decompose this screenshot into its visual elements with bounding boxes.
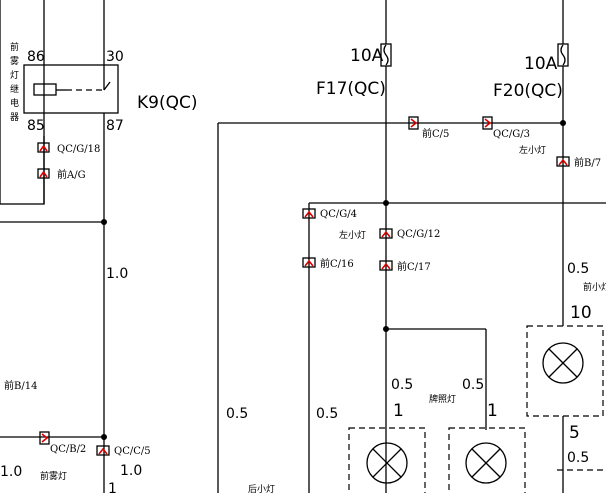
connector-label: 前C/17 <box>397 260 431 273</box>
relay-pin-86: 86 <box>27 49 45 65</box>
rear-lamp-label: 后小灯 <box>248 484 275 493</box>
connector-label: 前C/5 <box>422 127 449 140</box>
fuse-rating: 10A <box>350 46 384 66</box>
junction-dot <box>101 434 107 440</box>
fog-lamp-label: 前雾灯 <box>40 470 67 482</box>
wire-gauge-label: 1.0 <box>120 463 142 479</box>
connector-marker <box>96 445 110 456</box>
wire-gauge-label: 0.5 <box>567 261 589 277</box>
front-small-lamp <box>526 325 604 417</box>
connector-marker <box>379 260 393 271</box>
connector-marker <box>408 116 419 130</box>
relay-housing <box>0 0 45 205</box>
lamp-label: 左小灯 <box>339 229 366 241</box>
pin-label: 10 <box>570 303 592 323</box>
connector-label: QC/C/5 <box>114 446 151 457</box>
svg-text:灯: 灯 <box>10 70 19 81</box>
connector-label: 前B/7 <box>574 156 601 169</box>
junction-dot <box>383 200 389 206</box>
plate-lamp-left <box>348 427 426 493</box>
connector-marker <box>39 431 50 445</box>
pin-label: 5 <box>569 423 580 443</box>
relay-switch-contact <box>103 81 111 91</box>
connector-marker <box>556 156 570 167</box>
fuse-rating: 10A <box>524 54 558 74</box>
connector-marker <box>302 257 316 268</box>
svg-text:前: 前 <box>10 41 19 53</box>
connector-label: 前C/16 <box>320 257 354 270</box>
svg-text:继: 继 <box>10 83 19 95</box>
relay-pin-30: 30 <box>106 49 124 65</box>
wire-gauge-label: 0.5 <box>567 450 589 466</box>
svg-text:电: 电 <box>10 97 19 109</box>
pin-label: 1 <box>393 401 404 421</box>
connector-label: QC/G/18 <box>57 144 100 155</box>
plate-lamp-right <box>448 427 526 493</box>
svg-text:器: 器 <box>10 112 19 123</box>
fuse-name: F20(QC) <box>493 81 563 101</box>
connector-label: QC/B/2 <box>50 444 86 455</box>
connector-marker <box>302 208 316 219</box>
connector-label: QC/G/12 <box>397 229 440 240</box>
pin-label: 1 <box>108 481 117 493</box>
connector-label: QC/G/4 <box>320 209 357 220</box>
pin-label: 1 <box>487 401 498 421</box>
relay-pin-87: 87 <box>106 118 124 134</box>
plate-lamp-label: 牌照灯 <box>429 393 456 405</box>
wire-gauge-label: 1.0 <box>0 464 22 480</box>
front-lamp-label: 前小灯 <box>583 281 606 293</box>
junction-dot <box>560 120 566 126</box>
relay-box <box>23 64 119 114</box>
connector-label: QC/G/3 <box>493 129 530 140</box>
connector-marker <box>379 228 393 239</box>
connector-label: 前B/14 <box>4 379 37 392</box>
connector-marker <box>37 142 50 153</box>
wire-gauge-label: 0.5 <box>226 406 248 422</box>
connector-marker <box>37 168 50 179</box>
relay-coil <box>33 83 57 96</box>
relay-name-vertical: 前 雾 灯 继 电 器 <box>10 41 19 123</box>
lamp-label: 左小灯 <box>519 144 546 156</box>
connector-label: 前A/G <box>57 168 86 181</box>
wire-gauge-label: 0.5 <box>316 406 338 422</box>
wire-gauge-label: 1.0 <box>106 266 128 282</box>
wire-gauge-label: 0.5 <box>462 377 484 393</box>
relay-pin-85: 85 <box>27 118 45 134</box>
relay-label: K9(QC) <box>137 93 197 113</box>
wire-gauge-label: 0.5 <box>391 377 413 393</box>
fuse-name: F17(QC) <box>316 79 386 99</box>
svg-text:雾: 雾 <box>10 56 19 67</box>
connector-marker <box>482 116 493 130</box>
